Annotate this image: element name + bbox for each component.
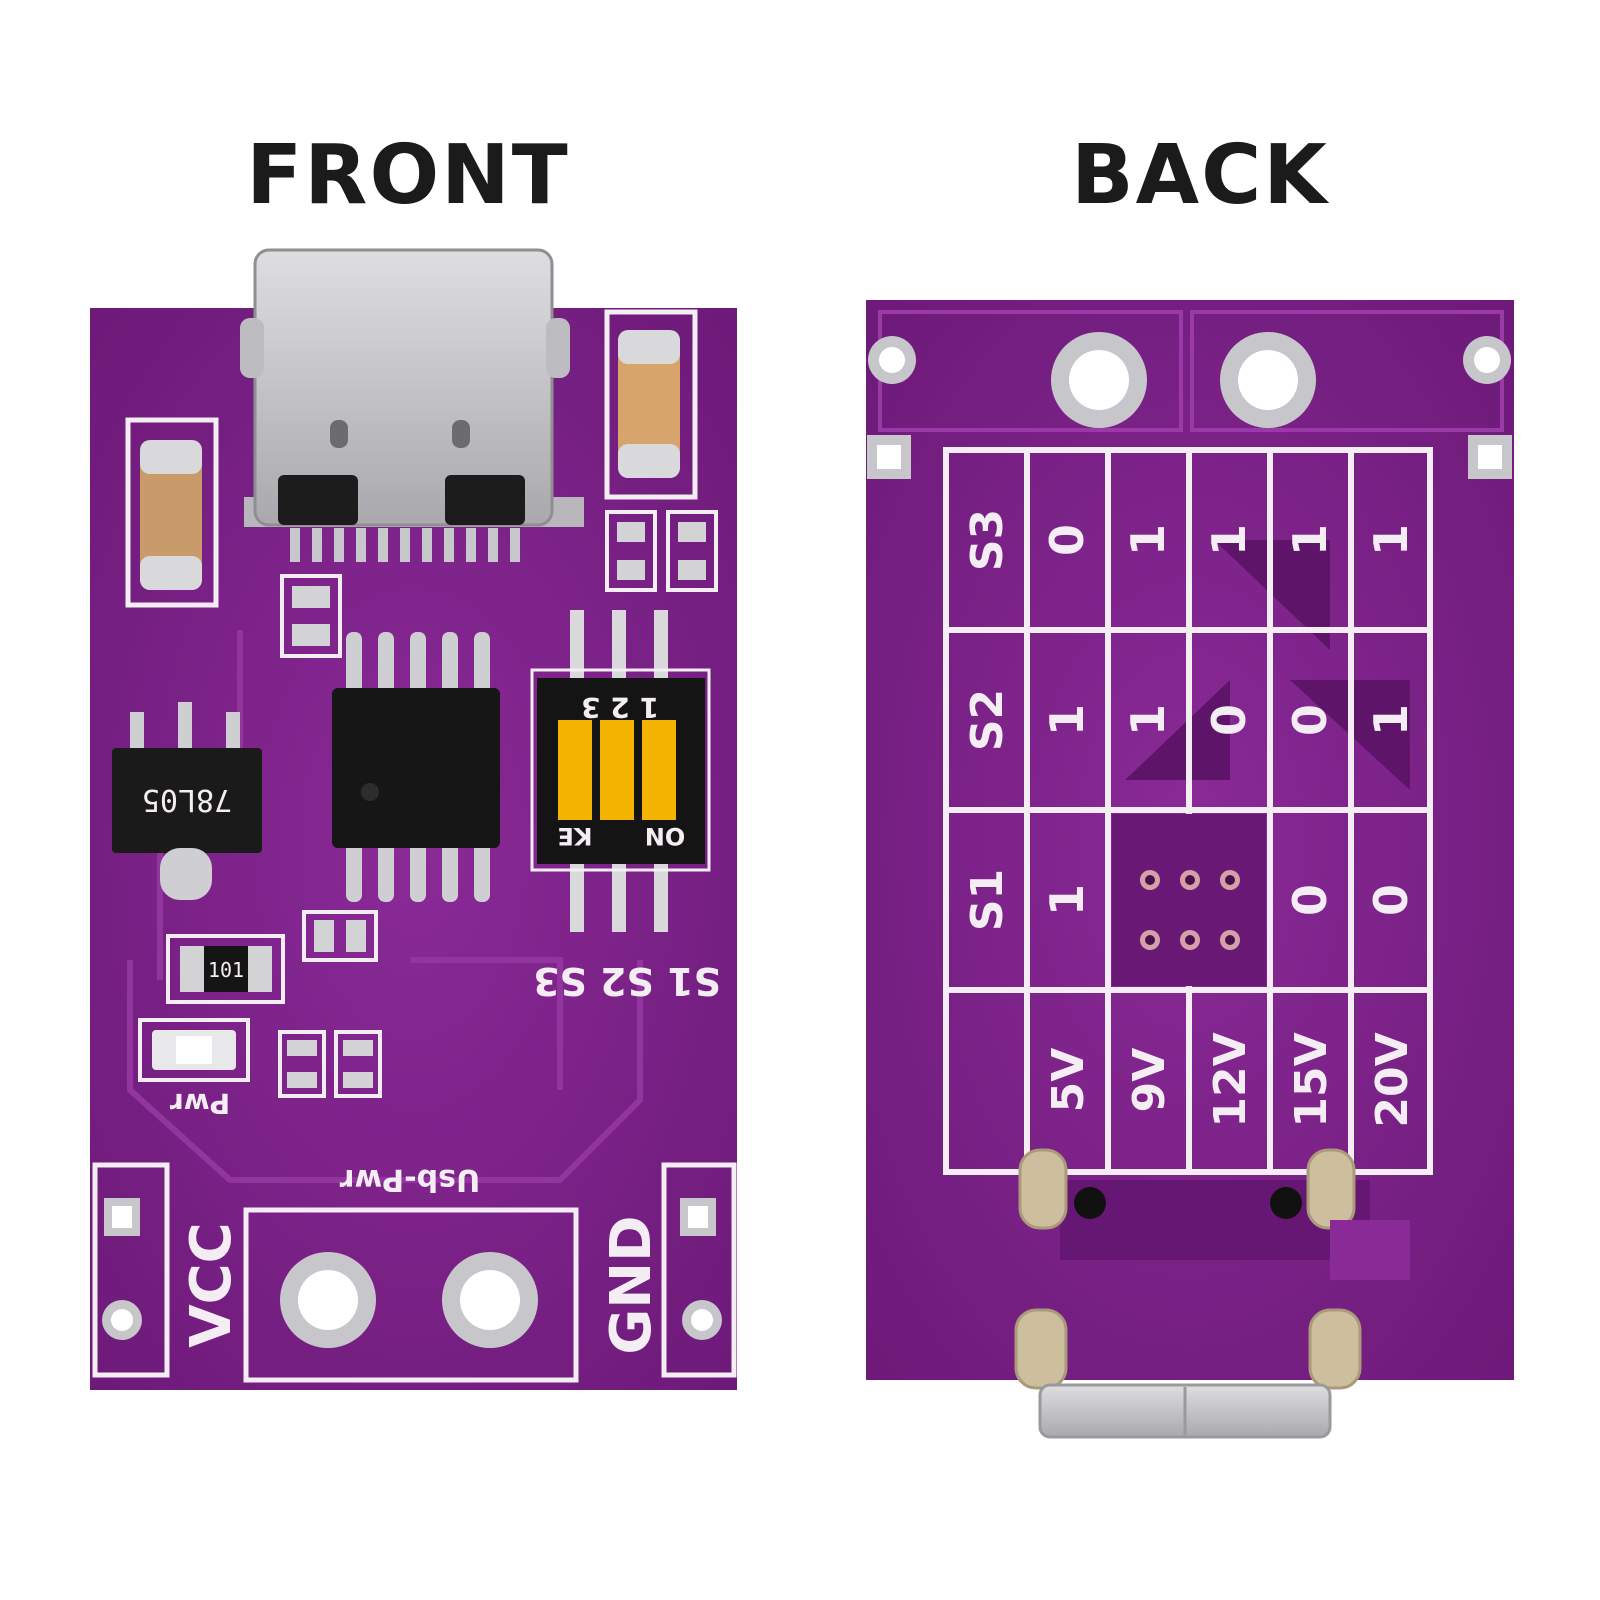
- cell-s1-5v: 1: [1040, 884, 1094, 916]
- back-heading: BACK: [1071, 128, 1329, 223]
- back-board: S3 S2 S1 0 1 1 1 1 1 1 0 0 1 1 0 0: [866, 300, 1514, 1439]
- cell-s2-5v: 1: [1040, 704, 1094, 736]
- usb-c-connector: [240, 248, 584, 562]
- voltage-20v: 20V: [1367, 1032, 1418, 1127]
- mounting-pads-left: [92, 1162, 170, 1378]
- cell-s2-15v: 0: [1283, 704, 1337, 736]
- resistor-marking: 101: [208, 958, 244, 982]
- usb-power-label: Usb-Pwr: [339, 1162, 480, 1197]
- row-label-s1: S1: [962, 869, 1013, 931]
- voltage-regulator: 78L05: [112, 702, 262, 900]
- voltage-selection-table: S3 S2 S1 0 1 1 1 1 1 1 0 0 1 1 0 0: [943, 447, 1433, 1175]
- voltage-5v: 5V: [1043, 1048, 1094, 1113]
- voltage-12v: 12V: [1205, 1032, 1256, 1127]
- cell-s2-9v: 1: [1121, 704, 1175, 736]
- cell-s3-12v: 1: [1202, 524, 1256, 556]
- dip-ke-label: KE: [558, 822, 593, 850]
- row-label-s3: S3: [962, 509, 1013, 571]
- switch-labels: S1 S2 S3: [533, 959, 721, 1003]
- smd-capacitor-top: [280, 574, 342, 658]
- dip-on-label: ON: [645, 822, 686, 850]
- front-heading: FRONT: [246, 128, 570, 223]
- resistor-101: 101: [166, 934, 285, 1004]
- usb-solder-tabs: [1014, 1148, 1410, 1390]
- regulator-marking: 78L05: [142, 782, 232, 817]
- voltage-9v: 9V: [1124, 1048, 1175, 1113]
- cell-s1-20v: 0: [1364, 884, 1418, 916]
- capacitor-right: [604, 309, 698, 500]
- smd-resistors-top-right: [605, 510, 718, 592]
- smd-pair-bottom: [278, 1030, 382, 1098]
- dip-switch: 1 2 3 ON KE: [530, 610, 711, 932]
- cell-s3-15v: 1: [1283, 524, 1337, 556]
- cell-s1-15v: 0: [1283, 884, 1337, 916]
- output-terminals: [243, 1207, 579, 1383]
- trace: [410, 957, 563, 1090]
- gnd-label: GND: [599, 1215, 664, 1354]
- cell-s2-12v: 0: [1202, 704, 1256, 736]
- test-point-vias: [1112, 814, 1266, 986]
- vcc-label: VCC: [179, 1222, 244, 1348]
- led-label: Pwr: [170, 1087, 230, 1120]
- main-ic-chip: [332, 632, 500, 902]
- cell-s2-20v: 1: [1364, 704, 1418, 736]
- cell-s3-20v: 1: [1364, 524, 1418, 556]
- row-label-s2: S2: [962, 689, 1013, 751]
- front-board: 78L05 1 2 3 ON KE S1 S2 S3: [90, 248, 737, 1390]
- capacitor-left: [125, 417, 219, 608]
- trace: [127, 960, 643, 1183]
- cell-s3-5v: 0: [1040, 524, 1094, 556]
- dip-switch-toggles: [558, 720, 676, 820]
- dip-numbers: 1 2 3: [581, 691, 659, 724]
- cell-s3-9v: 1: [1121, 524, 1175, 556]
- mounting-pads-right: [661, 1162, 737, 1378]
- smd-part-mid: [302, 910, 378, 962]
- back-top-pads: [867, 310, 1512, 479]
- voltage-15v: 15V: [1286, 1032, 1337, 1127]
- power-led: [138, 1018, 250, 1082]
